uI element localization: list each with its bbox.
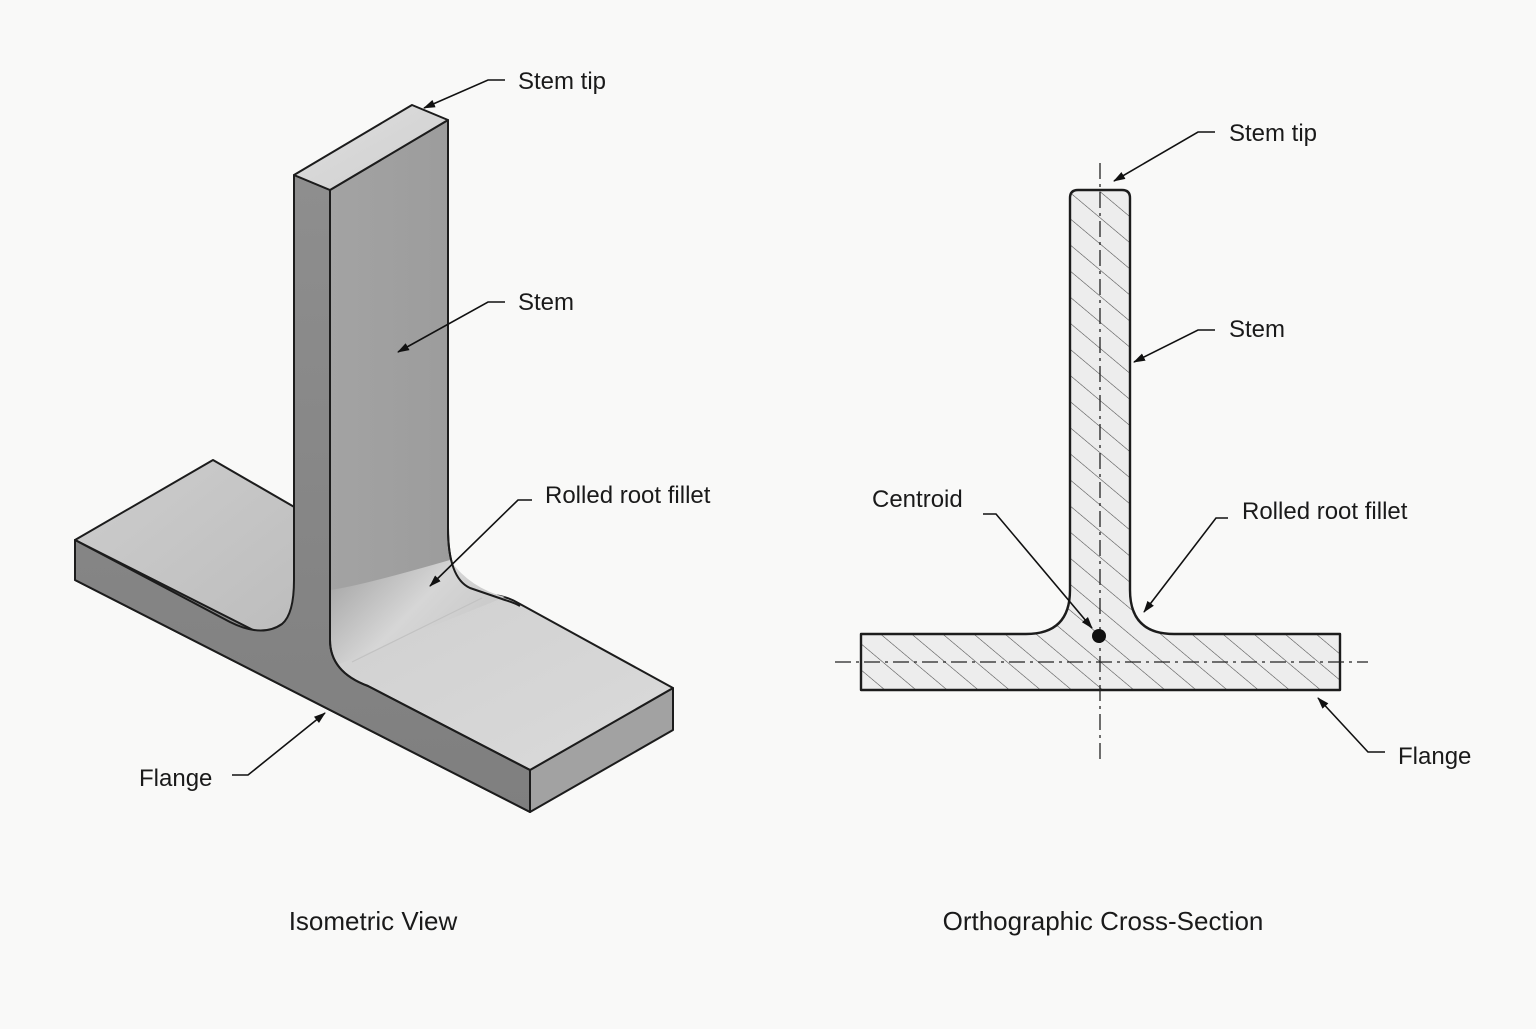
iso-label-stem: Stem bbox=[518, 289, 574, 316]
iso-label-flange: Flange bbox=[139, 765, 212, 792]
iso-label-stem-tip: Stem tip bbox=[518, 68, 606, 95]
section-label-stem-tip: Stem tip bbox=[1229, 120, 1317, 147]
section-caption: Orthographic Cross-Section bbox=[943, 906, 1264, 936]
section-leaders bbox=[983, 131, 1385, 753]
centroid-dot bbox=[1092, 629, 1106, 643]
iso-stem-front-face bbox=[329, 119, 491, 621]
iso-leaders bbox=[232, 79, 532, 776]
section-label-root-fillet: Rolled root fillet bbox=[1242, 498, 1408, 525]
section-label-flange: Flange bbox=[1398, 743, 1471, 770]
iso-caption: Isometric View bbox=[289, 906, 458, 936]
section-label-stem: Stem bbox=[1229, 316, 1285, 343]
iso-label-root-fillet: Rolled root fillet bbox=[545, 482, 711, 509]
cross-section-view bbox=[835, 163, 1368, 762]
isometric-view bbox=[74, 104, 674, 813]
iso-root-fillet bbox=[330, 560, 505, 668]
section-label-centroid: Centroid bbox=[872, 486, 963, 513]
